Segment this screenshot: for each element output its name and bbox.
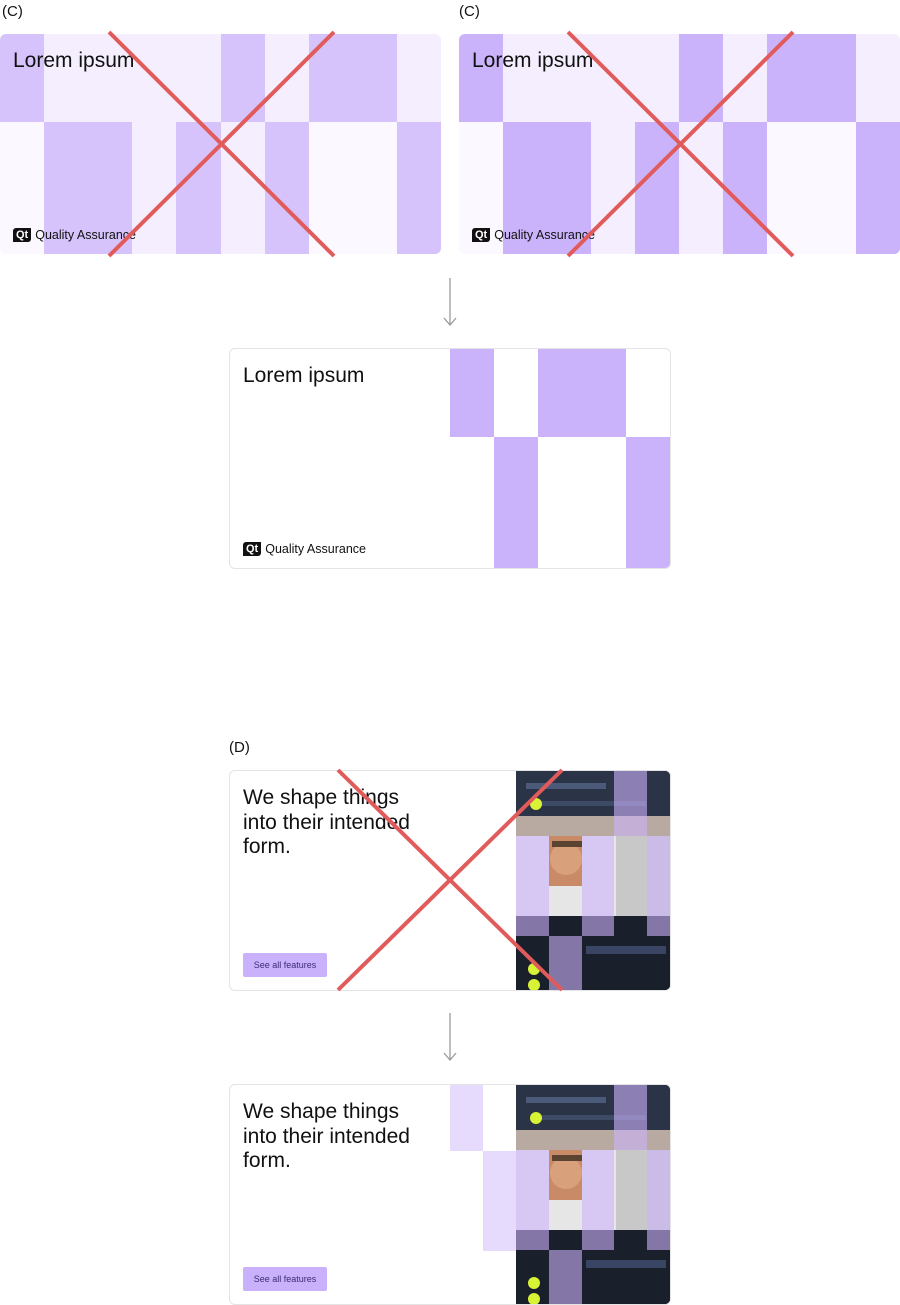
card-c-result: Lorem ipsum Qt Quality Assurance bbox=[229, 348, 671, 569]
card-title: We shape things into their intended form… bbox=[243, 1100, 410, 1172]
purple-tile bbox=[397, 122, 441, 254]
qt-logo-icon: Qt bbox=[472, 228, 491, 242]
see-all-features-button[interactable]: See all features bbox=[243, 1267, 327, 1291]
arrow-down-icon bbox=[443, 278, 457, 326]
brand-text: Quality Assurance bbox=[265, 542, 366, 556]
purple-tile bbox=[635, 122, 679, 254]
section-c-label-right: (C) bbox=[459, 3, 480, 20]
purple-tile bbox=[723, 122, 767, 254]
card-title: Lorem ipsum bbox=[472, 49, 594, 72]
brand-lockup: Qt Quality Assurance bbox=[243, 542, 366, 556]
purple-tile bbox=[44, 122, 132, 254]
purple-tile bbox=[626, 437, 670, 568]
brand-lockup: Qt Quality Assurance bbox=[472, 228, 595, 242]
purple-tile bbox=[309, 34, 397, 122]
light-tile bbox=[767, 122, 856, 254]
photo-mosaic bbox=[516, 771, 670, 990]
purple-tile bbox=[483, 1151, 516, 1251]
card-d-result: We shape things into their intended form… bbox=[229, 1084, 671, 1305]
card-title: Lorem ipsum bbox=[243, 364, 365, 387]
brand-text: Quality Assurance bbox=[494, 228, 595, 242]
light-tile bbox=[309, 122, 397, 254]
purple-tile bbox=[494, 437, 538, 568]
section-d-label: (D) bbox=[229, 739, 250, 756]
purple-tile bbox=[856, 122, 900, 254]
purple-tile bbox=[265, 122, 309, 254]
purple-tile bbox=[767, 34, 856, 122]
purple-tile bbox=[538, 349, 626, 437]
cross-reject-icon bbox=[336, 768, 564, 992]
purple-tile bbox=[450, 1085, 483, 1151]
section-c-label-left: (C) bbox=[2, 3, 23, 20]
purple-tile bbox=[503, 122, 591, 254]
card-title: Lorem ipsum bbox=[13, 49, 135, 72]
cross-reject-icon bbox=[566, 30, 795, 258]
see-all-features-button[interactable]: See all features bbox=[243, 953, 327, 977]
brand-lockup: Qt Quality Assurance bbox=[13, 228, 136, 242]
purple-tile bbox=[459, 34, 503, 122]
purple-tile bbox=[450, 349, 494, 437]
purple-tile bbox=[0, 34, 44, 122]
brand-text: Quality Assurance bbox=[35, 228, 136, 242]
photo-image bbox=[516, 1085, 670, 1304]
photo-mosaic bbox=[516, 1085, 670, 1304]
arrow-down-icon bbox=[443, 1013, 457, 1061]
cross-reject-icon bbox=[107, 30, 336, 258]
qt-logo-icon: Qt bbox=[13, 228, 32, 242]
photo-image bbox=[516, 771, 670, 990]
purple-tile bbox=[176, 122, 221, 254]
qt-logo-icon: Qt bbox=[243, 542, 262, 556]
card-c-left: Lorem ipsum Qt Quality Assurance bbox=[0, 34, 441, 254]
